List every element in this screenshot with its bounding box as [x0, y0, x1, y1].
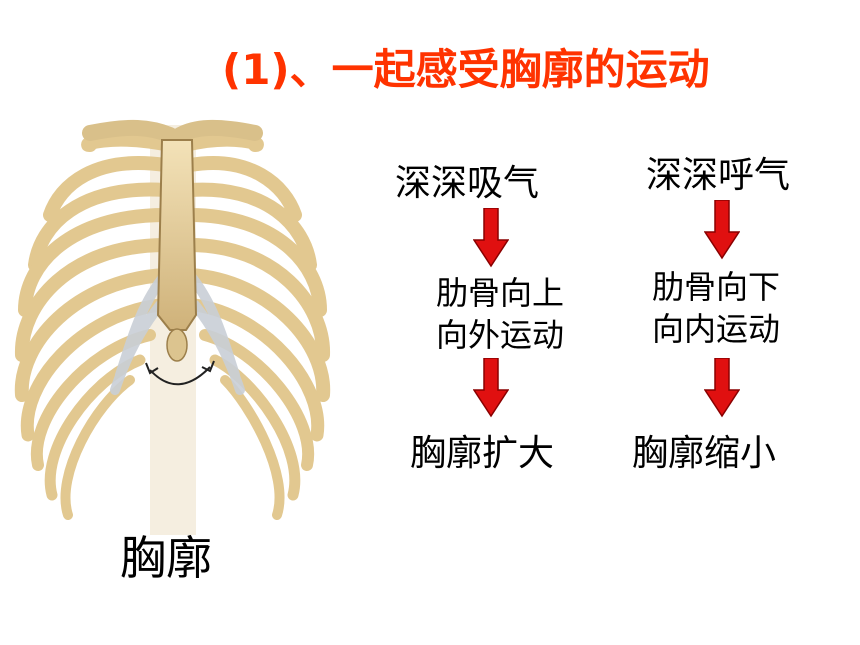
- slide-title: (1)、一起感受胸廓的运动: [222, 45, 710, 94]
- inhale-label: 深深吸气: [395, 163, 540, 204]
- exhale-label: 深深呼气: [646, 155, 791, 196]
- exhale-result: 胸廓缩小: [632, 433, 777, 474]
- down-arrow-icon: [704, 200, 740, 260]
- down-arrow-icon: [704, 358, 740, 418]
- inhale-motion: 肋骨向上 向外运动: [436, 272, 564, 356]
- rib-cage-caption: 胸廓: [120, 531, 212, 585]
- exhale-motion: 肋骨向下 向内运动: [652, 266, 780, 350]
- exhale-motion-line1: 肋骨向下: [652, 268, 781, 306]
- inhale-result: 胸廓扩大: [410, 433, 555, 474]
- inhale-motion-line2: 向外运动: [436, 316, 565, 354]
- rib-cage-illustration: [14, 119, 331, 535]
- down-arrow-icon: [473, 208, 509, 268]
- down-arrow-icon: [473, 358, 509, 418]
- exhale-motion-line2: 向内运动: [652, 310, 781, 348]
- inhale-motion-line1: 肋骨向上: [436, 274, 565, 312]
